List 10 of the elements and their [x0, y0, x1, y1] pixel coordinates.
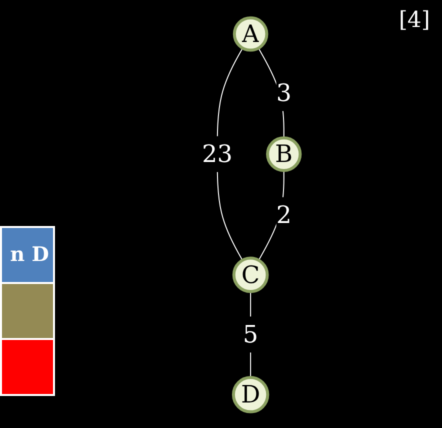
node-circle: B [266, 136, 302, 172]
node-circle: A [232, 16, 268, 52]
edge-label: 3 [276, 78, 292, 107]
edge-label: 2 [276, 200, 292, 229]
node-circle: D [232, 376, 270, 413]
edge-label: 23 [202, 140, 232, 168]
table-header-cell: n D [0, 226, 55, 284]
edge-label: 5 [242, 320, 258, 348]
reference-number: [4] [398, 8, 430, 33]
node-circle: C [232, 256, 269, 293]
